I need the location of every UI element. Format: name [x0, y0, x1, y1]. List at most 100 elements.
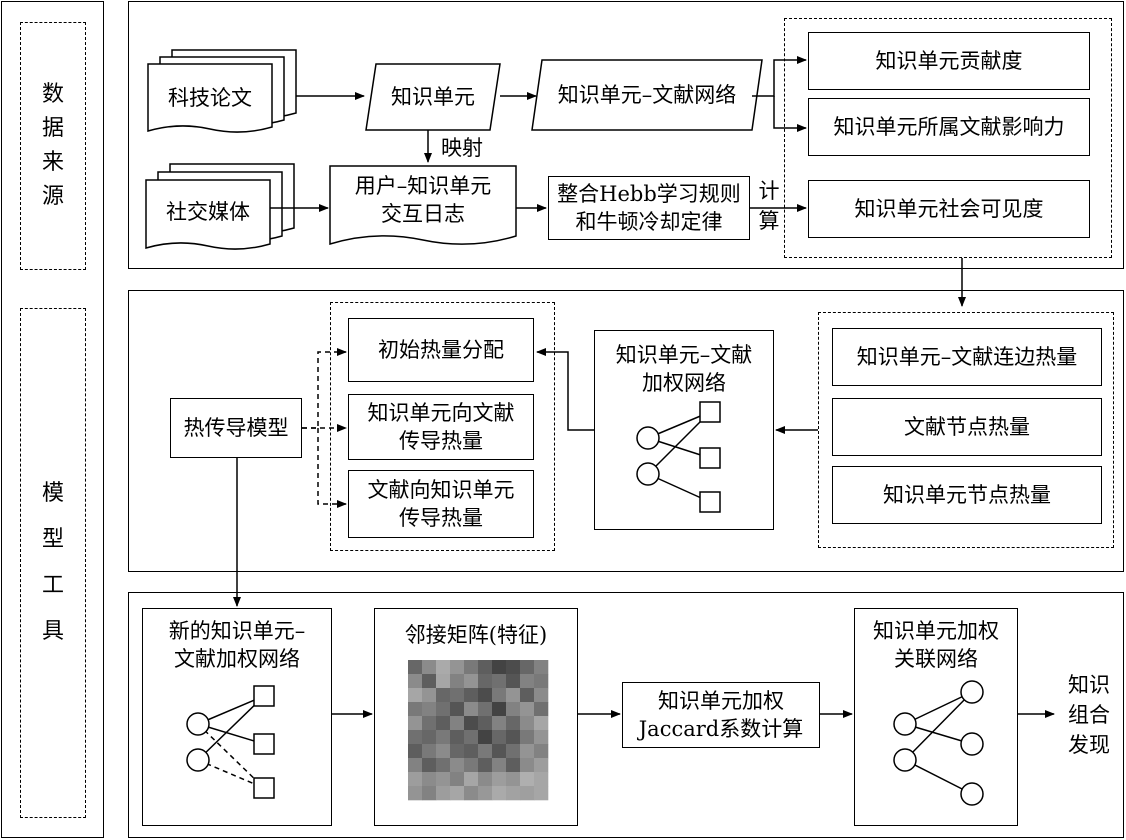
heatmap-cell: [478, 744, 493, 759]
association-network-graph: [893, 680, 984, 806]
heatmap-cell: [520, 688, 535, 703]
model-tool-frame: [20, 308, 86, 818]
compute-label: 计 算: [758, 179, 780, 233]
heatmap-cell: [450, 716, 465, 731]
middle-panel: [128, 290, 1124, 572]
heatmap-cell: [422, 716, 437, 731]
edge-heat-box: 知识单元–文献连边热量: [832, 328, 1102, 386]
heatmap-cell: [436, 660, 451, 675]
heatmap-cell: [534, 702, 549, 717]
heatmap-cell: [408, 674, 423, 689]
heatmap-cell: [492, 786, 507, 801]
interaction-log-label: 用户–知识单元 交互日志: [354, 174, 492, 226]
doc-node-heat-box: 文献节点热量: [832, 398, 1102, 456]
adjacency-box: 邻接矩阵(特征): [374, 608, 578, 826]
heatmap-cell: [450, 702, 465, 717]
heatmap-cell: [464, 674, 479, 689]
heatmap-cell: [436, 744, 451, 759]
paper-label: 科技论文: [168, 86, 252, 110]
heatmap-cell: [534, 772, 549, 787]
heatmap-cell: [450, 758, 465, 773]
heatmap-cell: [534, 730, 549, 745]
heatmap-cell: [408, 716, 423, 731]
heatmap-cell: [436, 674, 451, 689]
jaccard-box: 知识单元加权 Jaccard系数计算: [622, 682, 820, 748]
heatmap-cell: [422, 772, 437, 787]
heatmap-cell: [492, 758, 507, 773]
doc-to-ku-box: 文献向知识单元 传导热量: [348, 470, 534, 538]
heatmap-cell: [478, 758, 493, 773]
heatmap-cell: [450, 674, 465, 689]
heatmap-cell: [464, 786, 479, 801]
heatmap-cell: [436, 758, 451, 773]
heat-model-box: 热传导模型: [170, 398, 302, 458]
heatmap-cell: [492, 702, 507, 717]
new-network-box: 新的知识单元– 文献加权网络: [142, 608, 332, 826]
heatmap-cell: [492, 660, 507, 675]
heatmap-cell: [464, 688, 479, 703]
model-tool-label: 模型工具: [41, 481, 64, 644]
heatmap-cell: [506, 674, 521, 689]
side-panel: [1, 1, 104, 838]
heatmap-cell: [450, 660, 465, 675]
heatmap-cell: [492, 674, 507, 689]
heatmap-cell: [506, 660, 521, 675]
heatmap-cell: [436, 716, 451, 731]
weighted-network-graph: [636, 401, 721, 513]
heatmap-cell: [506, 730, 521, 745]
top-panel: [128, 1, 1124, 269]
heatmap-cell: [408, 744, 423, 759]
heatmap-cell: [464, 730, 479, 745]
heatmap-cell: [408, 758, 423, 773]
heatmap-cell: [436, 688, 451, 703]
heatmap-cell: [520, 674, 535, 689]
heatmap-cell: [436, 786, 451, 801]
heatmap-cell: [534, 744, 549, 759]
heatmap-cell: [478, 688, 493, 703]
heatmap-cell: [408, 660, 423, 675]
heatmap-cell: [534, 786, 549, 801]
heatmap-cell: [520, 716, 535, 731]
heatmap-cell: [506, 688, 521, 703]
heatmap-cell: [506, 716, 521, 731]
social-label: 社交媒体: [166, 200, 250, 224]
heatmap-cell: [450, 688, 465, 703]
heatmap-cell: [436, 730, 451, 745]
heatmap-cell: [450, 744, 465, 759]
heatmap-cell: [422, 688, 437, 703]
hebb-rule-box: 整合Hebb学习规则 和牛顿冷却定律: [548, 176, 750, 240]
heatmap-cell: [422, 786, 437, 801]
heatmap-cell: [506, 786, 521, 801]
ku-doc-network-label: 知识单元–文献网络: [557, 83, 737, 107]
new-network-graph: [186, 685, 275, 799]
heatmap-cell: [478, 660, 493, 675]
heat-output-frame: [818, 312, 1114, 548]
heatmap-cell: [464, 758, 479, 773]
heatmap-cell: [464, 702, 479, 717]
data-source-label: 数据来源: [41, 82, 64, 209]
adjacency-heatmap: [408, 660, 549, 801]
heatmap-cell: [520, 786, 535, 801]
heatmap-cell: [520, 758, 535, 773]
association-network-box: 知识单元加权 关联网络: [854, 608, 1018, 826]
heatmap-cell: [520, 744, 535, 759]
heatmap-cell: [464, 716, 479, 731]
heatmap-cell: [478, 730, 493, 745]
knowledge-unit-shape: [365, 63, 501, 131]
heatmap-cell: [408, 688, 423, 703]
heatmap-cell: [450, 786, 465, 801]
heatmap-cell: [408, 772, 423, 787]
heatmap-cell: [492, 744, 507, 759]
heatmap-cell: [492, 688, 507, 703]
ku-to-doc-box: 知识单元向文献 传导热量: [348, 394, 534, 460]
initial-heat-box: 初始热量分配: [348, 318, 534, 382]
heatmap-cell: [534, 688, 549, 703]
heatmap-cell: [520, 772, 535, 787]
data-source-frame: [20, 22, 86, 270]
heatmap-cell: [408, 702, 423, 717]
paper-document-shape: [147, 49, 297, 133]
heatmap-cell: [478, 702, 493, 717]
heatmap-cell: [534, 758, 549, 773]
heatmap-cell: [422, 702, 437, 717]
heatmap-cell: [506, 744, 521, 759]
